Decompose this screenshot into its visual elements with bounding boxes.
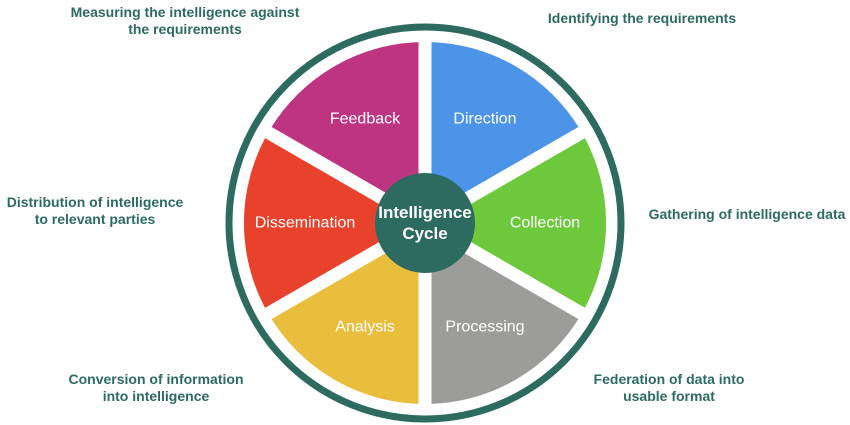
segment-collection xyxy=(425,132,607,314)
annotation-line: Identifying the requirements xyxy=(547,10,737,26)
center-hub-circle xyxy=(375,173,475,273)
segment-label-analysis: Analysis xyxy=(335,318,395,335)
annotation-line: usable format xyxy=(623,388,715,404)
annotation-line: to relevant parties xyxy=(34,211,156,227)
segment-label-direction: Direction xyxy=(453,111,516,128)
segment-feedback xyxy=(268,42,425,223)
segment-label-feedback: Feedback xyxy=(330,111,401,128)
segment-analysis xyxy=(268,223,425,404)
annotation-line: Federation of data into xyxy=(593,371,745,387)
segment-dissemination xyxy=(243,132,425,314)
center-hub-label-line1: Intelligence xyxy=(378,203,472,222)
annotation-line: Distribution of intelligence xyxy=(6,194,184,210)
annotation-processing-description: Federation of data into usable format xyxy=(594,371,745,405)
annotation-line: into intelligence xyxy=(102,388,210,404)
segment-label-dissemination: Dissemination xyxy=(255,215,355,232)
annotation-line: Gathering of intelligence data xyxy=(648,206,846,222)
annotation-line: Conversion of information xyxy=(68,371,244,387)
annotation-dissemination-description: Distribution of intelligence to relevant… xyxy=(7,194,184,228)
segment-processing xyxy=(425,223,582,405)
annotation-line: the requirements xyxy=(128,21,242,37)
segment-direction xyxy=(425,41,582,223)
annotation-analysis-description: Conversion of information into intellige… xyxy=(69,371,244,405)
segment-label-collection: Collection xyxy=(510,215,580,232)
annotation-collection-description: Gathering of intelligence data xyxy=(649,206,846,223)
annotation-feedback-description: Measuring the intelligence against the r… xyxy=(71,4,300,38)
annotation-direction-description: Identifying the requirements xyxy=(548,10,736,27)
annotation-line: Measuring the intelligence against xyxy=(70,4,300,20)
outer-ring xyxy=(225,23,625,423)
segment-label-processing: Processing xyxy=(445,318,524,335)
center-hub-label-line2: Cycle xyxy=(402,224,447,243)
